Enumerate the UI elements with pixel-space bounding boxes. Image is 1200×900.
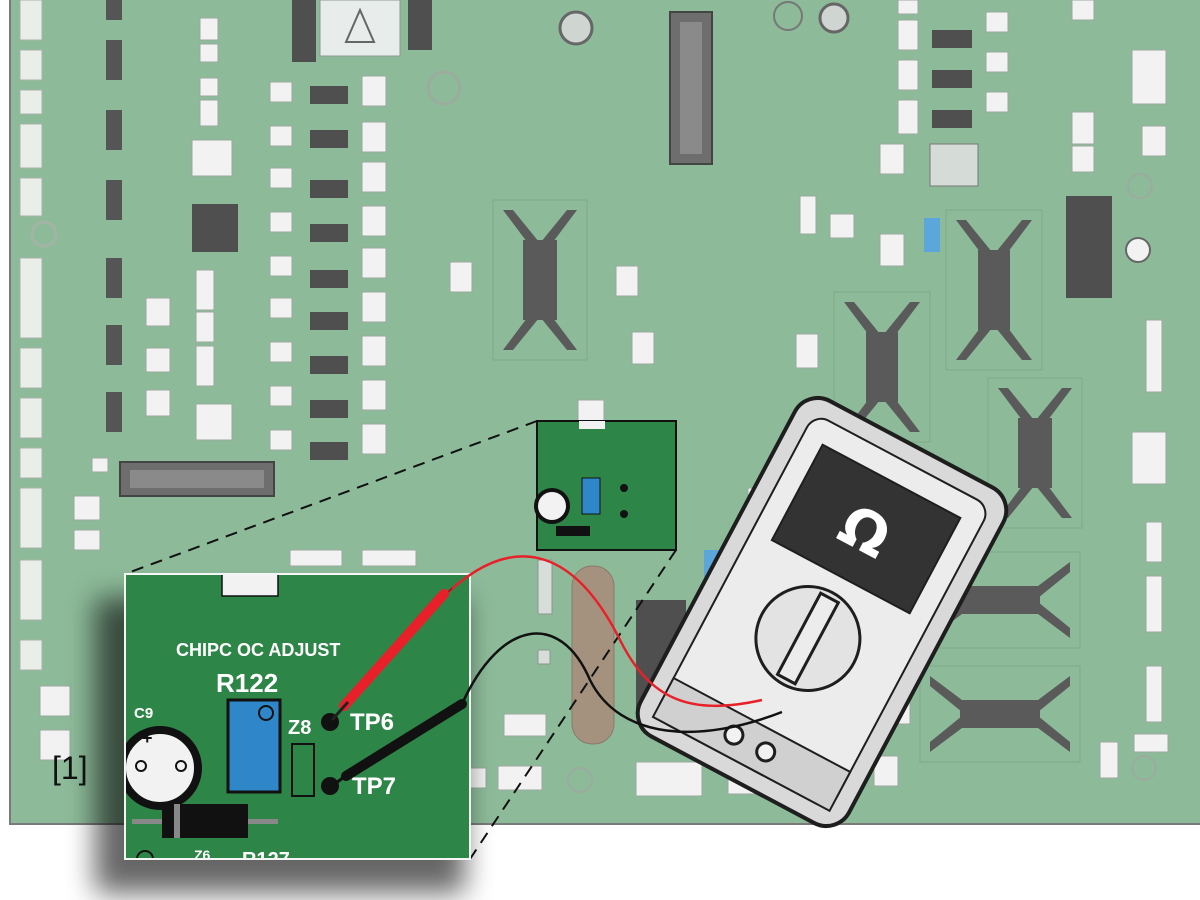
multimeter-display: [770, 443, 962, 615]
voltage-regulator: [319, 0, 401, 57]
zener-z8-label: Z8: [288, 717, 311, 739]
ribbon-connector-left: [119, 461, 275, 497]
connector-tab: [221, 574, 279, 597]
left-connector-strip: [19, 0, 43, 671]
potentiometer-adjust-screw[interactable]: [258, 705, 274, 721]
small-pad: [537, 649, 551, 665]
inset-board: CHIPC OC ADJUST R122 C9 + Z8 Z6 R127 TP6…: [124, 573, 471, 871]
probe-jack-red[interactable]: [722, 723, 746, 747]
diode-lead: [132, 819, 162, 824]
resistor-r127-label: R127: [242, 849, 290, 871]
potentiometer-label: R122: [216, 668, 278, 698]
dial-pointer: [775, 591, 841, 686]
callout-label: [1]: [52, 750, 88, 786]
inset-header-label: CHIPC OC ADJUST: [176, 640, 340, 660]
zoom-source-board: [534, 420, 677, 551]
zoom-guide-lines: [124, 420, 677, 860]
capacitor-label: C9: [134, 705, 153, 722]
zener-z6-label: Z6: [194, 847, 211, 863]
capacitor-c9: [125, 726, 202, 810]
ic-column: [106, 0, 122, 432]
relay: [929, 143, 979, 187]
bulk-capacitor: [571, 565, 615, 745]
capacitor-polarity-label: +: [142, 728, 153, 748]
resistor: [537, 559, 553, 615]
zener-z8: [291, 743, 315, 797]
multimeter[interactable]: Ω: [629, 389, 1016, 835]
probe-jack-black[interactable]: [754, 740, 778, 764]
test-point-tp7[interactable]: [321, 777, 339, 795]
test-lead-red[interactable]: [330, 555, 763, 721]
electrolytic-capacitors: [426, 1, 1157, 793]
mounting-hole: [30, 220, 58, 248]
test-lead-black[interactable]: [331, 632, 783, 788]
potentiometer-r122[interactable]: [226, 698, 282, 794]
tp7-label: TP7: [352, 773, 396, 800]
tp6-label: TP6: [350, 709, 394, 736]
ribbon-connector-top: [669, 11, 713, 165]
inset-frame: [124, 573, 471, 860]
